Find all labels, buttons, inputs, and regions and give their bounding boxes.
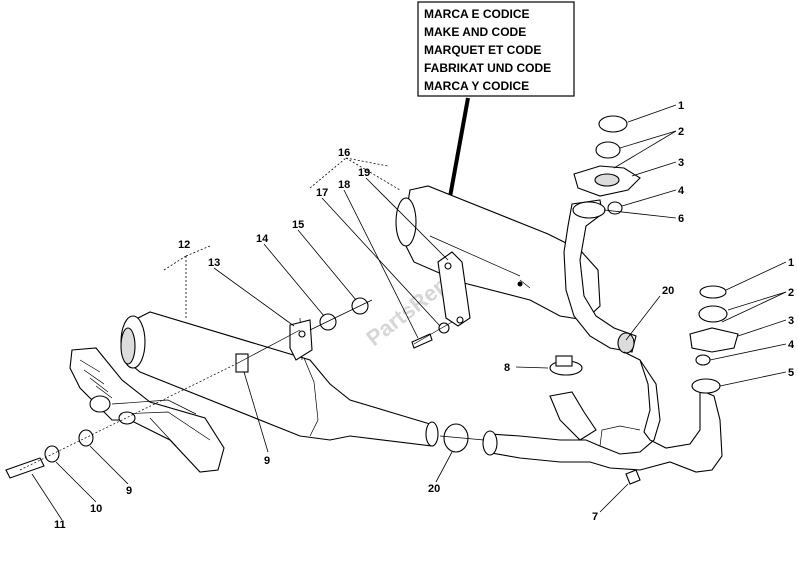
front-flange-parts	[573, 115, 641, 215]
rear-header-pipe	[482, 351, 723, 473]
callout-13: 13	[208, 257, 220, 269]
callouts: 1 2 3 4 6 1 2 3 4 5 7 8 9 9 10 11 12 13 …	[54, 100, 795, 531]
note-line-fr: MARQUET ET CODE	[424, 43, 541, 57]
callout-17: 17	[316, 187, 328, 199]
callout-9-left: 9	[126, 485, 132, 497]
callout-8: 8	[504, 362, 510, 374]
callout-11: 11	[54, 519, 66, 531]
callout-20-left: 20	[428, 483, 440, 495]
rear-flange-parts	[689, 285, 739, 366]
callout-1-top: 1	[678, 100, 684, 112]
callout-3-bottom: 3	[788, 315, 794, 327]
leader-lines	[31, 104, 787, 521]
callout-4-bottom: 4	[788, 339, 795, 351]
callout-18: 18	[338, 179, 350, 191]
callout-12: 12	[178, 239, 190, 251]
callout-3-top: 3	[678, 157, 684, 169]
callout-14: 14	[256, 233, 269, 245]
note-line-de: FABRIKAT UND CODE	[424, 61, 551, 75]
callout-20-right: 20	[662, 285, 674, 297]
right-silencer	[395, 185, 601, 321]
note-line-en: MAKE AND CODE	[424, 25, 526, 39]
footpeg-bracket	[69, 347, 225, 473]
left-silencer-bracket	[289, 319, 313, 361]
callout-19: 19	[358, 167, 370, 179]
note-line-it: MARCA E CODICE	[424, 7, 530, 21]
callout-4-top: 4	[678, 185, 685, 197]
assembly-lines	[19, 299, 485, 471]
callout-5: 5	[788, 367, 794, 379]
callout-6: 6	[678, 213, 684, 225]
drain-plug	[625, 469, 641, 485]
callout-2-bottom: 2	[788, 287, 794, 299]
note-line-es: MARCA Y CODICE	[424, 79, 529, 93]
front-header-pipe	[563, 199, 637, 354]
callout-1-bottom: 1	[788, 257, 794, 269]
callout-16: 16	[338, 147, 350, 159]
callout-9-middle: 9	[264, 455, 270, 467]
right-silencer-bracket	[437, 251, 471, 327]
note-box: MARCA E CODICE MAKE AND CODE MARQUET ET …	[417, 1, 575, 97]
callout-10: 10	[90, 503, 102, 515]
left-silencer	[120, 311, 439, 447]
pipe-clamp	[549, 355, 583, 376]
callout-7: 7	[592, 511, 598, 523]
callout-15: 15	[292, 219, 304, 231]
callout-2-top: 2	[678, 126, 684, 138]
